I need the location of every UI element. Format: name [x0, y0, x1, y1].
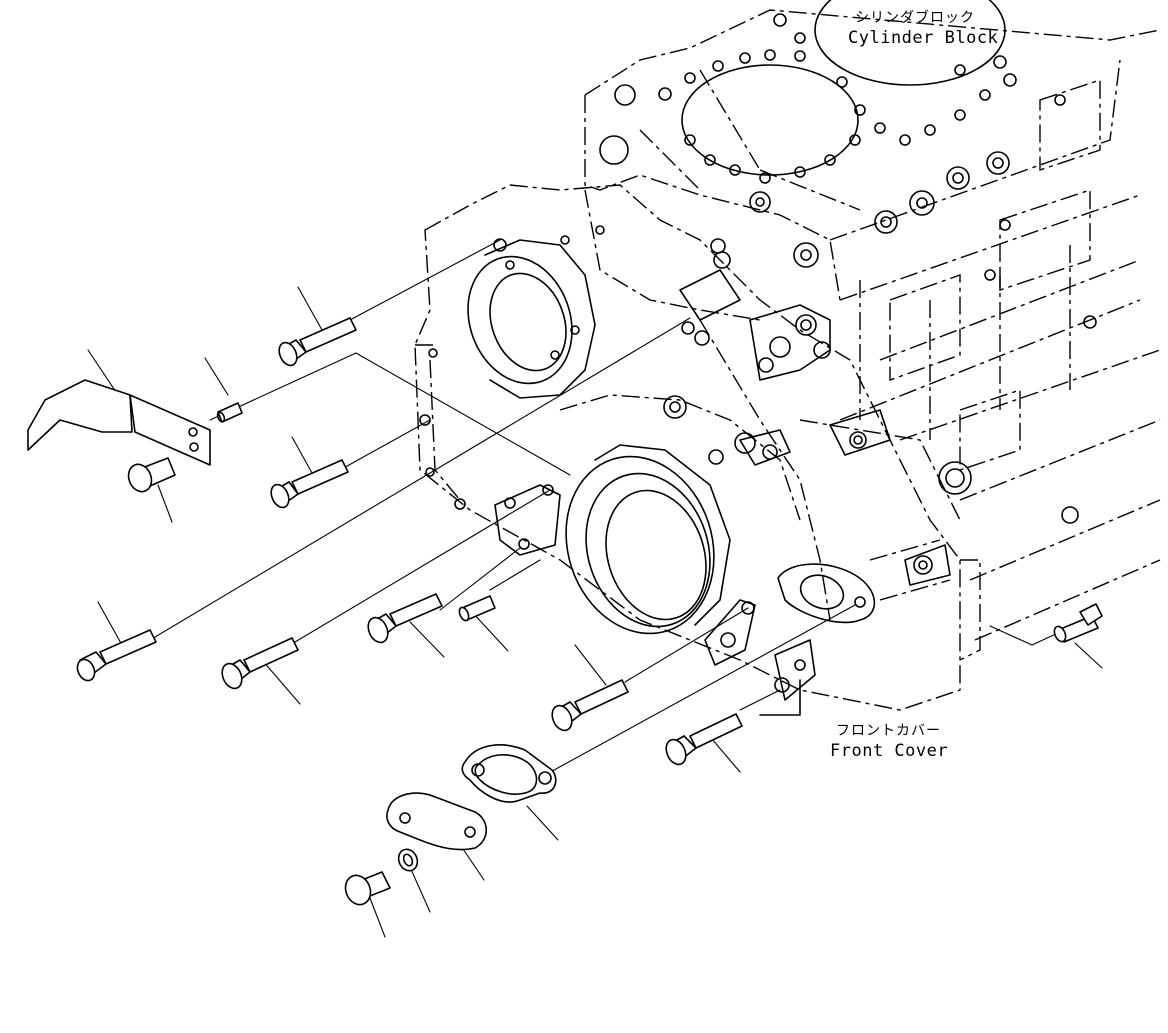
label-cylinder-block-en: Cylinder Block [848, 28, 998, 48]
flange-bolt [270, 459, 349, 509]
leader-lines [87, 239, 1103, 938]
flange-bolt [367, 593, 443, 644]
front-cover [414, 184, 981, 716]
cylinder-bore-outline [681, 64, 859, 176]
flange-bolt [278, 317, 357, 367]
spring-pin [216, 402, 243, 423]
short-bolt [344, 871, 391, 906]
label-cylinder-block-jp: シリンダブロック [855, 9, 975, 26]
label-front-cover: フロントカバー Front Cover [830, 723, 948, 761]
stud-bolt [76, 629, 157, 682]
label-cylinder-block: シリンダブロック Cylinder Block [848, 9, 998, 48]
cylinder-block [584, 0, 1161, 641]
label-front-cover-en: Front Cover [830, 741, 948, 761]
flange-bolt [221, 637, 299, 690]
cylinder-bore-outline [814, 0, 1006, 86]
cover-plate [386, 792, 488, 851]
gasket [461, 744, 557, 803]
washer [397, 848, 419, 872]
stud-bolt [1053, 603, 1103, 643]
label-front-cover-jp: フロントカバー [836, 723, 941, 739]
dowel-pin [458, 595, 496, 622]
flange-bolt [665, 713, 743, 766]
flange-bolt [551, 679, 629, 732]
bracket-part [27, 379, 211, 466]
short-bolt [127, 457, 176, 493]
